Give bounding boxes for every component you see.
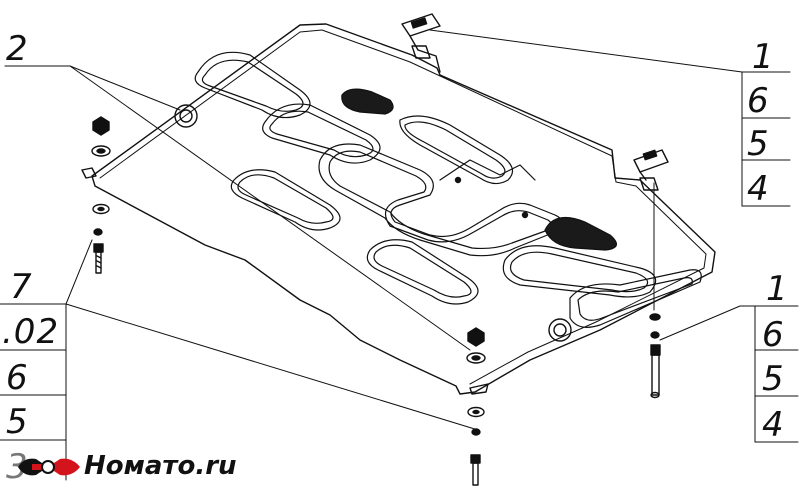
reinforcement-ribs-right	[341, 88, 702, 328]
mounting-bosses	[81, 45, 659, 395]
brand-watermark: Номато.ru	[14, 447, 244, 487]
callout-label-bottom-left-02: .02	[2, 312, 60, 352]
callout-label-bottom-right-4: 4	[762, 405, 785, 445]
callout-label-bottom-right-5: 5	[762, 359, 785, 399]
fastener-stack-middle	[466, 327, 486, 486]
brand-logo-icon	[18, 458, 80, 476]
callout-label-top-right-4: 4	[747, 169, 770, 209]
bracket-top-left	[401, 13, 441, 73]
callout-label-bottom-right-6: 6	[762, 315, 785, 355]
reinforcement-ribs-left	[194, 51, 479, 305]
callout-label-top-right-5: 5	[747, 124, 770, 164]
leader-lines	[4, 29, 756, 431]
fastener-stack-right	[649, 313, 661, 399]
skid-plate-inner-edge	[99, 29, 707, 385]
callout-ladder-top-right	[741, 71, 791, 207]
callout-label-2: 2	[6, 29, 29, 69]
skid-plate-outline	[91, 23, 716, 395]
fastener-stack-left	[91, 116, 111, 274]
bracket-top-right	[633, 149, 669, 181]
callout-ladder-left	[0, 303, 67, 481]
brand-name: Номато.ru	[84, 451, 237, 481]
callout-label-bottom-right-1: 1	[766, 269, 789, 309]
callout-label-bottom-left-5: 5	[6, 402, 29, 442]
callout-label-top-right-1: 1	[752, 37, 775, 77]
callout-label-top-right-6: 6	[747, 81, 770, 121]
callout-ladder-bottom-right	[754, 305, 799, 443]
embossed-center-pattern	[318, 115, 564, 257]
callout-label-bottom-left-7: 7	[10, 267, 33, 307]
callout-label-bottom-left-6: 6	[6, 358, 29, 398]
callout-label-bottom-left-3: 3	[6, 447, 29, 487]
